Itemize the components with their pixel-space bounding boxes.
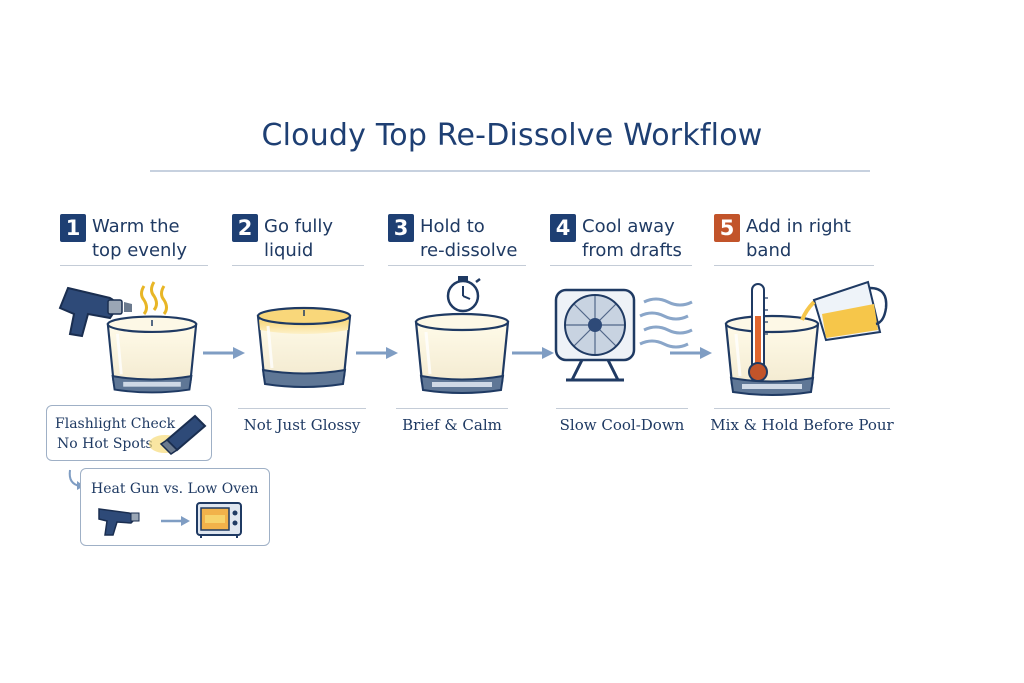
caption-3-divider xyxy=(396,408,508,409)
arrow-right-icon xyxy=(356,347,398,359)
flashlight-check-text: Flashlight Check No Hot Spots xyxy=(55,416,176,452)
step-1-divider xyxy=(60,265,208,266)
fan-icon xyxy=(554,288,712,382)
thermometer-pour-icon xyxy=(724,280,888,397)
arrow-right-icon xyxy=(512,347,554,359)
step-5-divider xyxy=(714,265,874,266)
flashlight-icon xyxy=(149,414,207,455)
caption-5-divider xyxy=(714,408,890,409)
step-2-label: Go fully liquid xyxy=(264,216,334,261)
caption-2-divider xyxy=(238,408,366,409)
step-2-badge: 2 xyxy=(232,214,258,242)
heat-gun-icon xyxy=(98,508,140,536)
caption-4-divider xyxy=(556,408,688,409)
step-5-badge: 5 xyxy=(714,214,740,242)
heat-gun-candle-icon xyxy=(58,281,198,394)
step-1-label: Warm the top evenly xyxy=(92,216,188,261)
arrow-right-icon xyxy=(161,516,190,526)
page-title: Cloudy Top Re-Dissolve Workflow xyxy=(261,118,763,153)
step-3-label: Hold to re-dissolve xyxy=(420,216,518,261)
title-divider xyxy=(150,170,870,172)
step-4-divider xyxy=(550,265,692,266)
arrow-right-icon xyxy=(203,347,245,359)
step-4-label: Cool away from drafts xyxy=(582,216,682,261)
step-3-divider xyxy=(388,265,526,266)
stopwatch-candle-icon xyxy=(414,276,510,395)
oven-icon xyxy=(196,502,242,538)
step-2-divider xyxy=(232,265,364,266)
caption-slow-cool-down: Slow Cool-Down xyxy=(559,416,685,434)
heat-options-box: Heat Gun vs. Low Oven xyxy=(80,468,270,546)
step-1-badge: 1 xyxy=(60,214,86,242)
flashlight-check-box: Flashlight Check No Hot Spots xyxy=(46,405,212,461)
heat-options-label: Heat Gun vs. Low Oven xyxy=(91,481,259,497)
step-4-badge: 4 xyxy=(550,214,576,242)
caption-not-just-glossy: Not Just Glossy xyxy=(243,416,361,434)
step-3-badge: 3 xyxy=(388,214,414,242)
step-5-label: Add in right band xyxy=(746,216,851,261)
caption-mix-hold: Mix & Hold Before Pour xyxy=(710,416,894,434)
caption-brief-calm: Brief & Calm xyxy=(402,416,502,434)
melted-candle-icon xyxy=(256,306,352,388)
